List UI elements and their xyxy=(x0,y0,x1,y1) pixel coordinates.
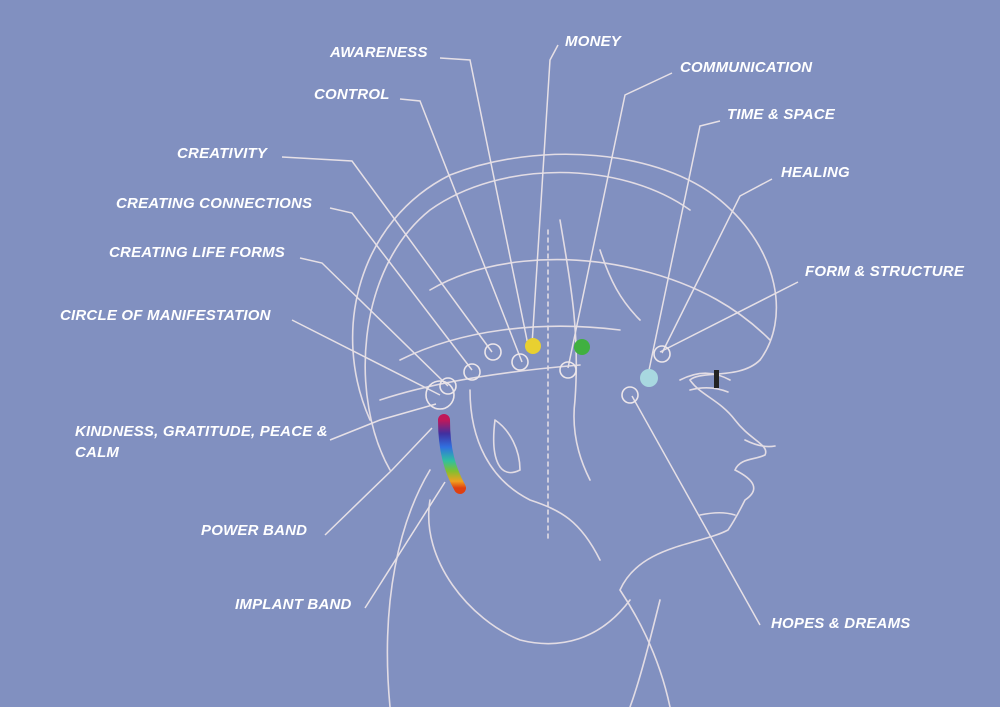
line-time-space xyxy=(647,120,721,376)
label-creating-life-forms: CREATING LIFE FORMS xyxy=(109,244,286,261)
line-kindness xyxy=(329,403,437,441)
label-awareness: AWARENESS xyxy=(330,44,428,61)
line-hopes-dreams xyxy=(631,395,761,626)
line-control xyxy=(399,98,523,363)
line-creativity xyxy=(281,156,493,353)
eye xyxy=(714,370,719,388)
rainbow-band xyxy=(438,414,466,494)
line-implant-band xyxy=(364,481,446,609)
label-creating-connections: CREATING CONNECTIONS xyxy=(116,195,313,212)
line-communication xyxy=(567,72,673,369)
label-kindness-line1: KINDNESS, GRATITUDE, PEACE & xyxy=(75,423,328,440)
label-money: MONEY xyxy=(565,33,622,50)
label-healing: HEALING xyxy=(781,164,850,181)
time-space-point xyxy=(640,369,658,387)
line-money xyxy=(531,44,559,346)
line-creating-life-forms xyxy=(299,257,449,387)
line-healing xyxy=(661,178,773,354)
line-power-band xyxy=(324,427,433,536)
line-creating-connections xyxy=(329,207,473,371)
points xyxy=(425,338,671,410)
communication-point xyxy=(574,339,590,355)
label-power-band: POWER BAND xyxy=(201,522,308,539)
head-sketch xyxy=(351,153,778,707)
leader-lines xyxy=(281,44,799,626)
money-point xyxy=(525,338,541,354)
label-implant-band: IMPLANT BAND xyxy=(235,596,352,613)
line-form-structure xyxy=(659,281,799,353)
label-hopes-dreams: HOPES & DREAMS xyxy=(771,615,911,632)
label-kindness-line2: CALM xyxy=(75,444,120,461)
label-time-space: TIME & SPACE xyxy=(727,106,835,123)
label-form-structure: FORM & STRUCTURE xyxy=(805,263,965,280)
label-creativity: CREATIVITY xyxy=(177,145,268,162)
label-communication: COMMUNICATION xyxy=(680,59,813,76)
label-circle-of-manifestation: CIRCLE OF MANIFESTATION xyxy=(60,307,271,324)
line-circle-of-manifestation xyxy=(291,319,441,396)
label-control: CONTROL xyxy=(314,86,390,103)
line-awareness xyxy=(439,57,529,346)
